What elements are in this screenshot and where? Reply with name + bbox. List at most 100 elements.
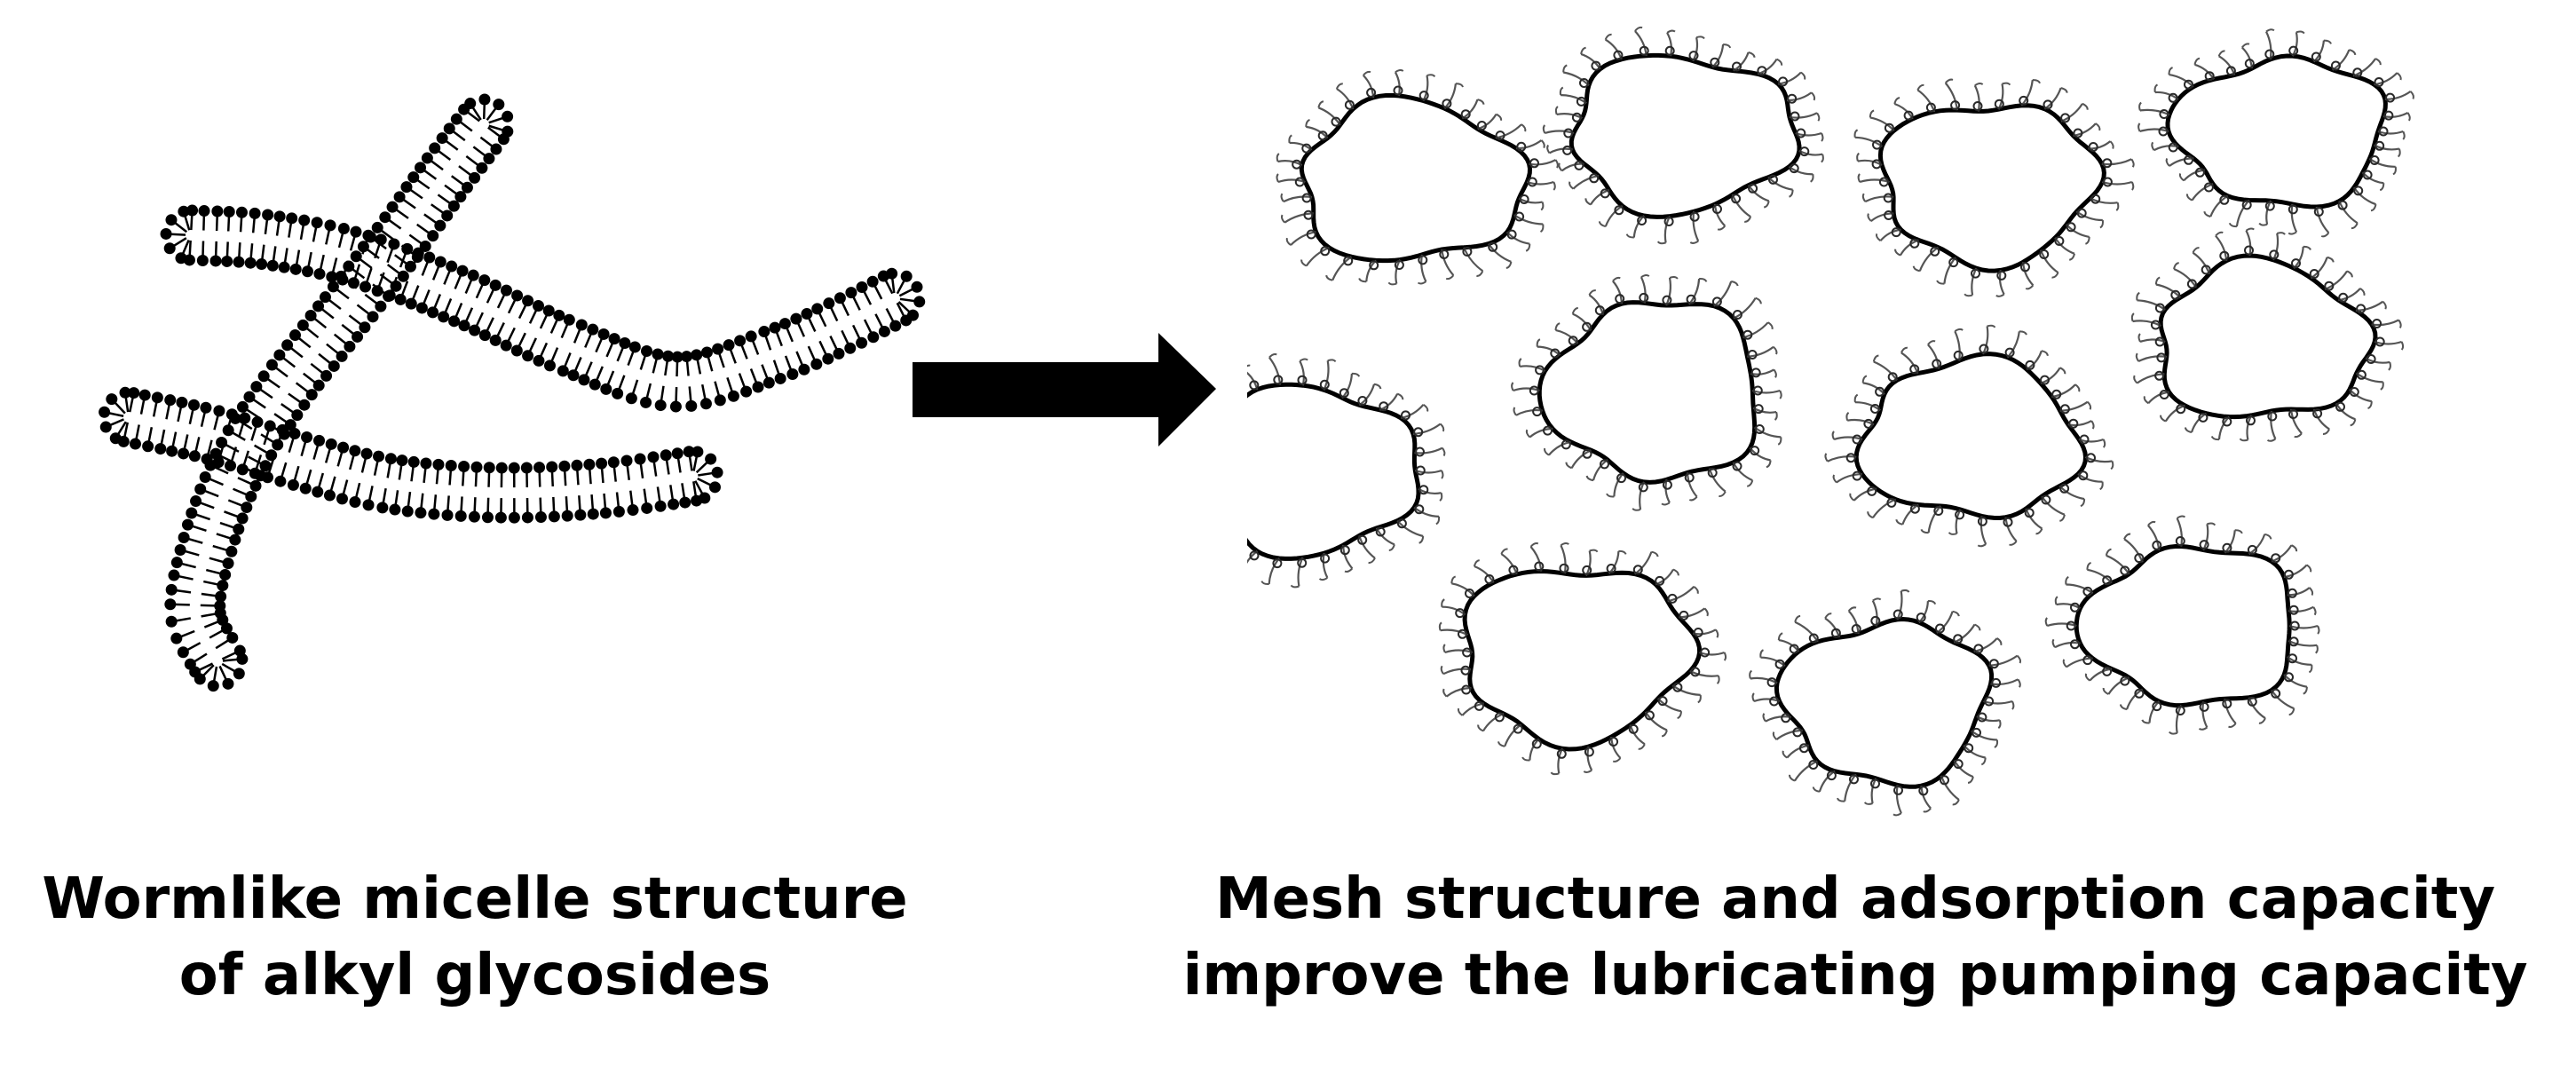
surfactant-head — [589, 378, 601, 391]
surfactant-head — [436, 132, 448, 145]
surfactant-tail — [2054, 641, 2081, 649]
surfactant-tip — [1632, 508, 1641, 511]
surfactant-tip — [1216, 549, 1221, 555]
surfactant-head — [2186, 279, 2197, 289]
surfactant-tip — [1368, 557, 1376, 564]
surfactant-head — [1732, 461, 1742, 471]
surfactant-head — [510, 344, 523, 357]
surfactant-tip — [2080, 499, 2086, 508]
surfactant-tip — [2359, 288, 2366, 296]
surfactant-tip — [2090, 420, 2095, 430]
surfactant-tail — [1488, 242, 1512, 263]
surfactant-tip — [2086, 561, 2091, 570]
surfactant-tip — [1894, 249, 1901, 257]
surfactant-head — [177, 646, 189, 659]
surfactant-tail — [1853, 487, 1877, 502]
surfactant-tail — [2270, 410, 2277, 439]
surfactant-tip — [2099, 481, 2104, 491]
surfactant-head — [1462, 647, 1473, 658]
surfactant-tip — [2062, 659, 2067, 668]
surfactant-tip — [2203, 211, 2211, 217]
surfactant-tail — [1666, 32, 1672, 57]
surfactant-tail — [2066, 657, 2093, 668]
surfactant-head — [2041, 494, 2051, 505]
surfactant-head — [261, 471, 273, 484]
surfactant-head — [251, 415, 264, 428]
surfactant-head — [305, 389, 318, 401]
surfactant-head — [2194, 167, 2205, 178]
surfactant-tail — [1563, 71, 1590, 86]
surfactant-tip — [1196, 505, 1199, 512]
surfactant-head — [427, 230, 439, 242]
surfactant-head — [1662, 295, 1672, 305]
surfactant-head — [533, 462, 546, 474]
surfactant-tail — [1604, 205, 1624, 227]
surfactant-tip — [1276, 153, 1280, 162]
surfactant-head — [1584, 747, 1594, 757]
surfactant-head — [712, 343, 724, 355]
surfactant-tip — [2207, 522, 2216, 526]
surfactant-tip — [2110, 461, 2114, 470]
surfactant-tail — [2191, 183, 2214, 202]
surfactant-head — [1301, 193, 1312, 203]
surfactant-head — [844, 342, 857, 354]
surfactant-tip — [1418, 535, 1425, 544]
surfactant-tail — [1394, 71, 1401, 97]
surfactant-tip — [1723, 43, 1732, 49]
surfactant-tip — [1867, 511, 1874, 519]
surfactant-head — [1988, 659, 1999, 669]
surfactant-head — [822, 352, 834, 365]
worm-micelle — [164, 93, 514, 692]
surfactant-head — [481, 511, 494, 524]
surfactant-head — [752, 381, 764, 393]
surfactant-tip — [1559, 86, 1564, 96]
surfactant-head — [662, 350, 675, 362]
surfactant-head — [337, 441, 350, 454]
surfactant-tip — [2035, 528, 2043, 535]
surfactant-tip — [2370, 203, 2377, 212]
surfactant-head — [194, 483, 207, 495]
surfactant-tip — [1439, 492, 1443, 502]
surfactant-head — [1375, 526, 1386, 537]
surfactant-tip — [2258, 222, 2268, 226]
surfactant-tail — [2283, 564, 2308, 579]
surfactant-tail — [2006, 331, 2020, 359]
surfactant-tip — [1363, 70, 1371, 76]
surfactant-tail — [1560, 544, 1567, 574]
surfactant-tip — [2135, 352, 2140, 362]
adsorbed-droplet — [2130, 227, 2405, 442]
surfactant-tip — [1782, 750, 1788, 759]
surfactant-head — [220, 622, 233, 635]
surfactant-tip — [1731, 281, 1739, 287]
adsorbed-droplet — [2044, 515, 2320, 735]
surfactant-head — [1615, 294, 1625, 304]
surfactant-tip — [1755, 296, 1762, 304]
surfactant-tip — [1677, 711, 1682, 720]
surfactant-tail — [1732, 462, 1753, 482]
surfactant-head — [2059, 404, 2070, 415]
surfactant-head — [1369, 260, 1379, 271]
surfactant-tip — [1440, 665, 1444, 675]
surfactant-head — [407, 171, 420, 184]
surfactant-head — [236, 400, 249, 413]
surfactant-tip — [2168, 67, 2173, 75]
surfactant-tip — [1500, 548, 1508, 555]
surfactant-head — [1977, 516, 1987, 526]
surfactant-tip — [2303, 245, 2311, 250]
surfactant-tip — [2228, 723, 2237, 728]
surfactant-head — [434, 219, 446, 232]
surfactant-tail — [1750, 368, 1774, 375]
surfactant-head — [2102, 666, 2113, 676]
surfactant-head — [489, 279, 502, 291]
surfactant-tail — [1778, 71, 1802, 85]
surfactant-head — [1883, 193, 1893, 203]
surfactant-head — [2222, 542, 2232, 553]
surfactant-tip — [2130, 181, 2135, 191]
surfactant-head — [2082, 586, 2093, 597]
surfactant-tip — [1441, 598, 1445, 607]
surfactant-head — [1514, 211, 1525, 222]
surfactant-tail — [1420, 254, 1427, 282]
surfactant-head — [2199, 540, 2209, 550]
surfactant-head — [469, 324, 481, 336]
surfactant-head — [1849, 774, 1859, 785]
